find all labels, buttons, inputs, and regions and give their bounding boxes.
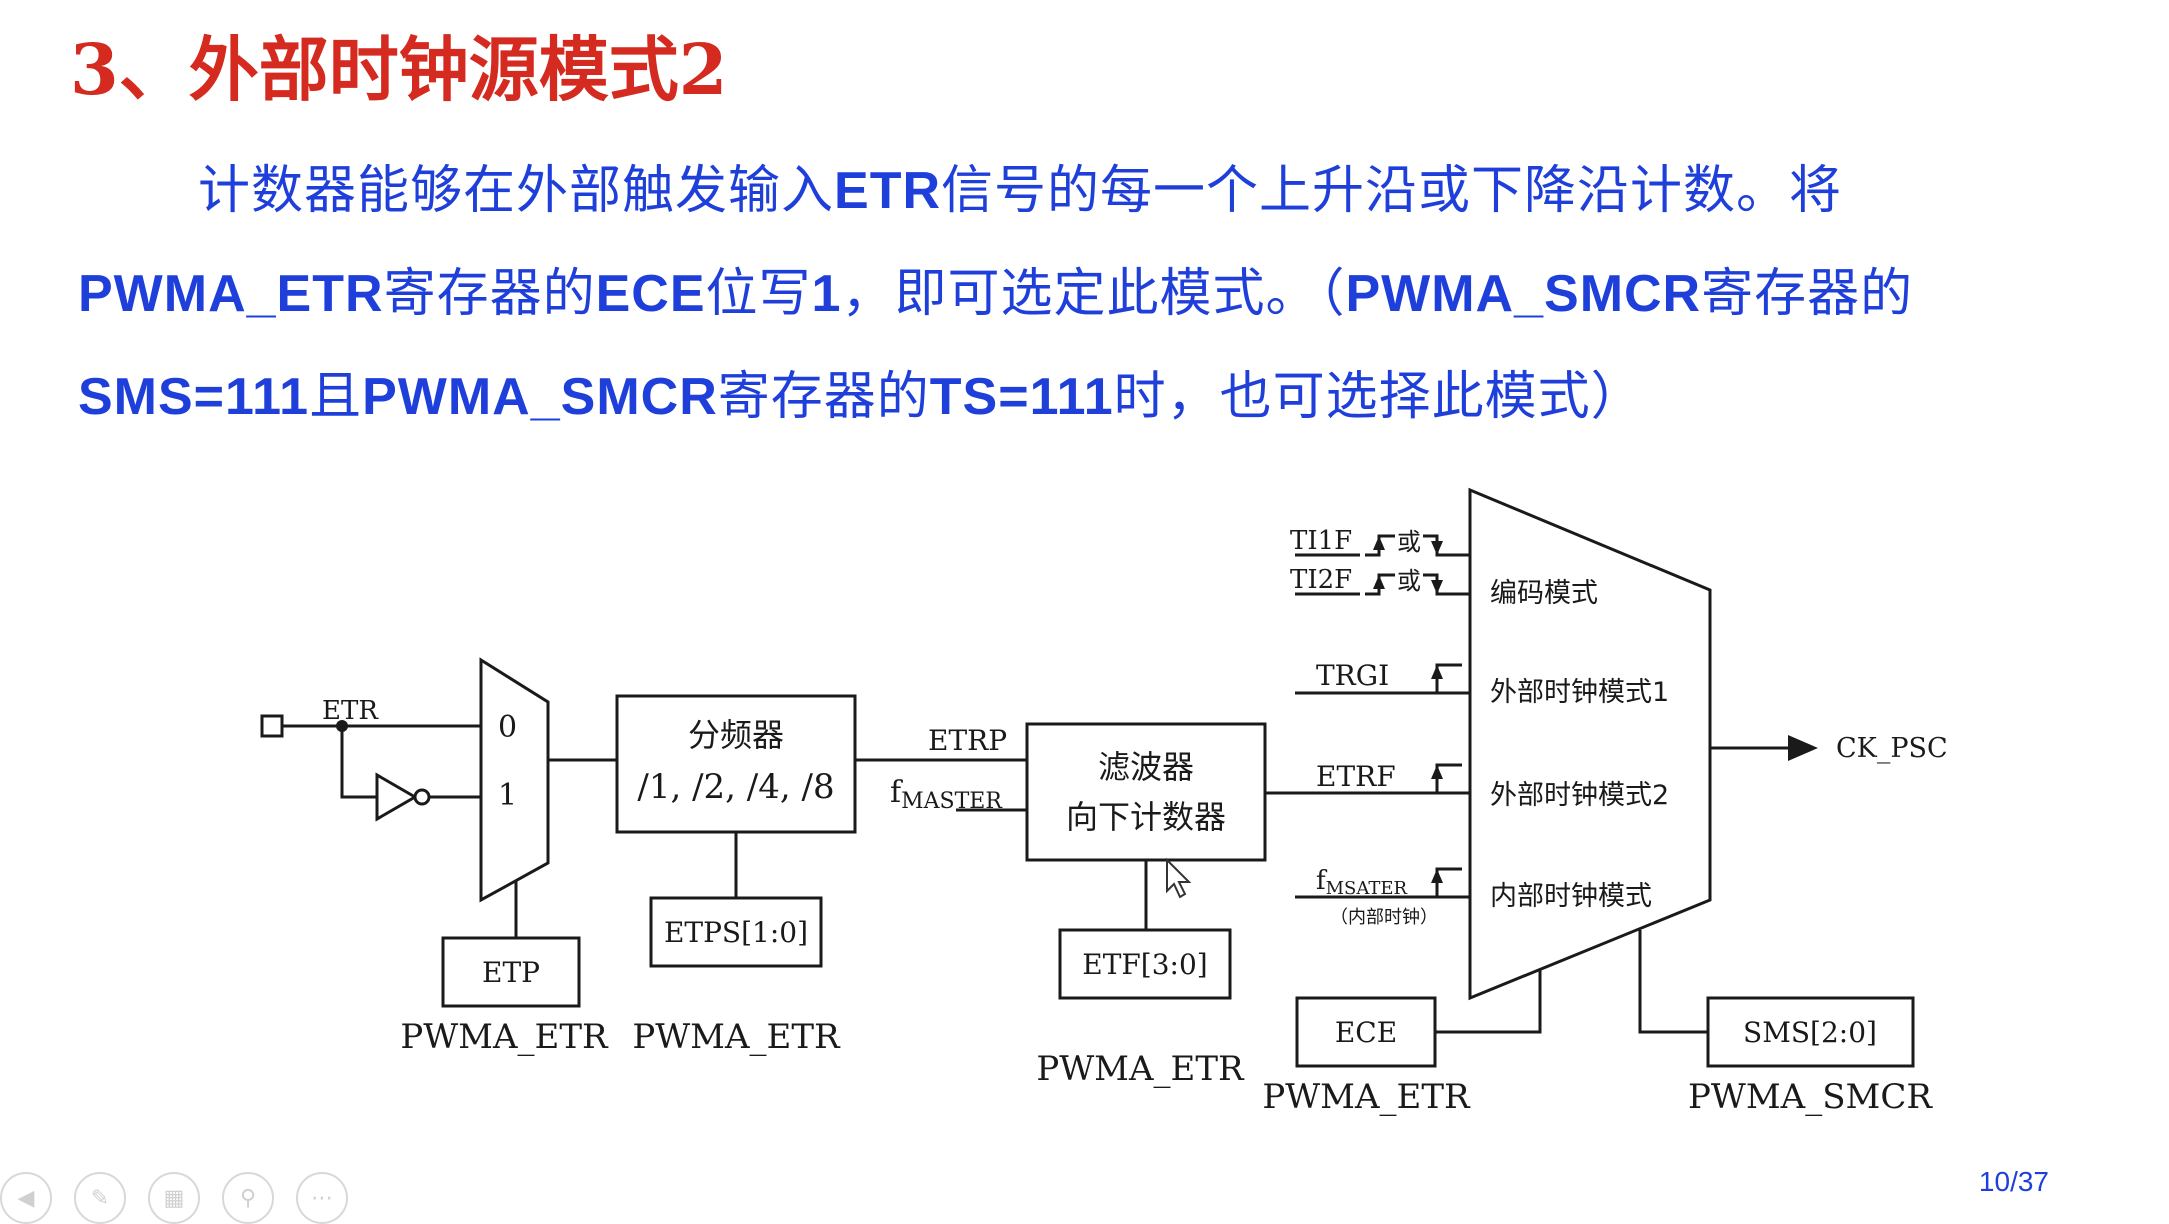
etrp-label: ETRP — [928, 724, 1007, 757]
ece-owner-label: PWMA_ETR — [1262, 1077, 1471, 1117]
edge-rise-fmsater — [1425, 867, 1462, 899]
wire-mode-mux-to-sms — [1638, 930, 1708, 1034]
slide-title: 3、外部时钟源模式2 — [70, 28, 728, 111]
etf-owner-label: PWMA_ETR — [1036, 1049, 1245, 1089]
paragraph-run: 时，也可选择此模式） — [1113, 367, 1644, 427]
mouse-cursor-icon — [1166, 857, 1192, 899]
paragraph-run: TS=111 — [929, 368, 1114, 426]
mux-input-0-label: 0 — [498, 710, 517, 745]
chevron-left-icon: ◀ — [17, 1185, 35, 1211]
ti1f-or-label: 或 — [1397, 528, 1421, 556]
etps-owner-label: PWMA_ETR — [632, 1017, 841, 1057]
more-icon: ⋯ — [311, 1185, 333, 1211]
mode-internal-label: 内部时钟模式 — [1490, 881, 1652, 912]
paragraph-run: 信号的每一个上升沿或下降沿计数。将 — [941, 161, 1843, 221]
etr-label: ETR — [322, 696, 379, 726]
pen-icon: ✎ — [90, 1185, 110, 1211]
paragraph-run: 寄存器的 — [383, 264, 596, 324]
paragraph-run: ETR — [834, 162, 942, 220]
mode-encoder-label: 编码模式 — [1490, 578, 1598, 609]
grid-icon: ▦ — [163, 1185, 185, 1211]
sms-register-box — [1706, 996, 1915, 1068]
mode-external-1-label: 外部时钟模式1 — [1490, 677, 1669, 708]
mode-mux-shape — [1468, 487, 1712, 1001]
etp-register-label: ETP — [482, 956, 540, 989]
filter-title: 滤波器 — [1098, 748, 1194, 786]
filter-subtitle: 向下计数器 — [1066, 798, 1226, 836]
edge-rise-trgi — [1425, 663, 1462, 695]
edge-arrow-ti2f-down — [1431, 580, 1443, 594]
wire-etr-branch — [340, 726, 377, 799]
prescaler-title: 分频器 — [688, 716, 784, 754]
inverter-symbol — [375, 772, 418, 822]
paragraph-run: PWMA_ETR — [78, 265, 384, 323]
inverter-bubble — [413, 788, 431, 806]
mux-input-1-label: 1 — [498, 778, 517, 813]
ece-register-box — [1295, 996, 1437, 1068]
ti2f-label: TI2F — [1290, 565, 1352, 595]
paragraph-run: 寄存器的 — [717, 367, 930, 427]
etp-register-box — [441, 936, 581, 1008]
ck-psc-label: CK_PSC — [1836, 733, 1948, 764]
slide-overview-button[interactable]: ▦ — [148, 1172, 200, 1224]
previous-slide-button[interactable]: ◀ — [0, 1172, 52, 1224]
ti2f-or-label: 或 — [1397, 567, 1421, 595]
paragraph-line-1: 计数器能够在外部触发输入ETR信号的每一个上升沿或下降沿计数。将 — [78, 140, 2118, 243]
etr-pin — [260, 714, 284, 738]
page-number: 10/37 — [1978, 1166, 2049, 1197]
pen-tool-button[interactable]: ✎ — [74, 1172, 126, 1224]
trgi-label: TRGI — [1316, 659, 1389, 692]
paragraph-run: PWMA_SMCR — [362, 368, 718, 426]
sms-register-label: SMS[2:0] — [1743, 1016, 1877, 1049]
magnifier-icon: ⚲ — [239, 1185, 257, 1211]
edge-arrow-ti1f-down — [1431, 541, 1443, 555]
fmsater-label: fMSATER — [1316, 866, 1408, 899]
etr-clock-diagram: ETR 0 1 ETP PWMA_ETR 分频器 /1, /2, /4, /8 … — [260, 487, 1948, 1117]
fmaster-label: fMASTER — [890, 775, 1003, 814]
mode-external-2-label: 外部时钟模式2 — [1490, 780, 1669, 811]
etf-register-label: ETF[3:0] — [1082, 948, 1207, 981]
more-options-button[interactable]: ⋯ — [296, 1172, 348, 1224]
paragraph-line-2: PWMA_ETR寄存器的ECE位写1，即可选定此模式。（PWMA_SMCR寄存器… — [78, 243, 2118, 346]
zoom-button[interactable]: ⚲ — [222, 1172, 274, 1224]
edge-arrow-trgi-up — [1431, 665, 1443, 679]
slideshow-toolbar: ◀ ✎ ▦ ⚲ ⋯ — [0, 1172, 348, 1224]
paragraph-run: 位写 — [705, 264, 812, 324]
paragraph-run: 1 — [811, 265, 842, 323]
etrf-label: ETRF — [1316, 760, 1396, 793]
edge-arrow-ti1f-up — [1373, 536, 1385, 550]
etps-register-box — [649, 896, 823, 968]
paragraph-run: SMS=111 — [78, 368, 310, 426]
edge-arrow-fmsater-up — [1431, 869, 1443, 883]
paragraph-run: ECE — [595, 265, 706, 323]
ece-register-label: ECE — [1335, 1016, 1397, 1049]
wire-mode-mux-to-ece — [1435, 970, 1542, 1034]
edge-arrow-ti2f-up — [1373, 575, 1385, 589]
sms-owner-label: PWMA_SMCR — [1688, 1077, 1933, 1117]
ti1f-label: TI1F — [1290, 526, 1352, 556]
filter-box — [1025, 722, 1267, 862]
etf-register-box — [1058, 928, 1232, 1000]
slide-paragraph: 计数器能够在外部触发输入ETR信号的每一个上升沿或下降沿计数。将 PWMA_ET… — [78, 140, 2118, 449]
paragraph-run: PWMA_SMCR — [1345, 265, 1702, 323]
paragraph-run: 且 — [309, 367, 363, 427]
etr-junction-dot — [336, 720, 348, 732]
input-mux-shape — [479, 657, 550, 903]
prescaler-ratios: /1, /2, /4, /8 — [637, 767, 834, 807]
paragraph-line-3: SMS=111且PWMA_SMCR寄存器的TS=111时，也可选择此模式） — [78, 346, 2118, 449]
etp-owner-label: PWMA_ETR — [400, 1017, 609, 1057]
paragraph-run: ，即可选定此模式。（ — [841, 264, 1346, 324]
edge-rise-etrf — [1425, 763, 1462, 795]
edge-arrow-etrf-up — [1431, 765, 1443, 779]
internal-clock-note: （内部时钟） — [1330, 907, 1438, 928]
paragraph-run: 计数器能够在外部触发输入 — [198, 161, 835, 221]
paragraph-run: 寄存器的 — [1701, 264, 1914, 324]
output-arrowhead — [1788, 735, 1818, 761]
etps-register-label: ETPS[1:0] — [664, 916, 808, 949]
